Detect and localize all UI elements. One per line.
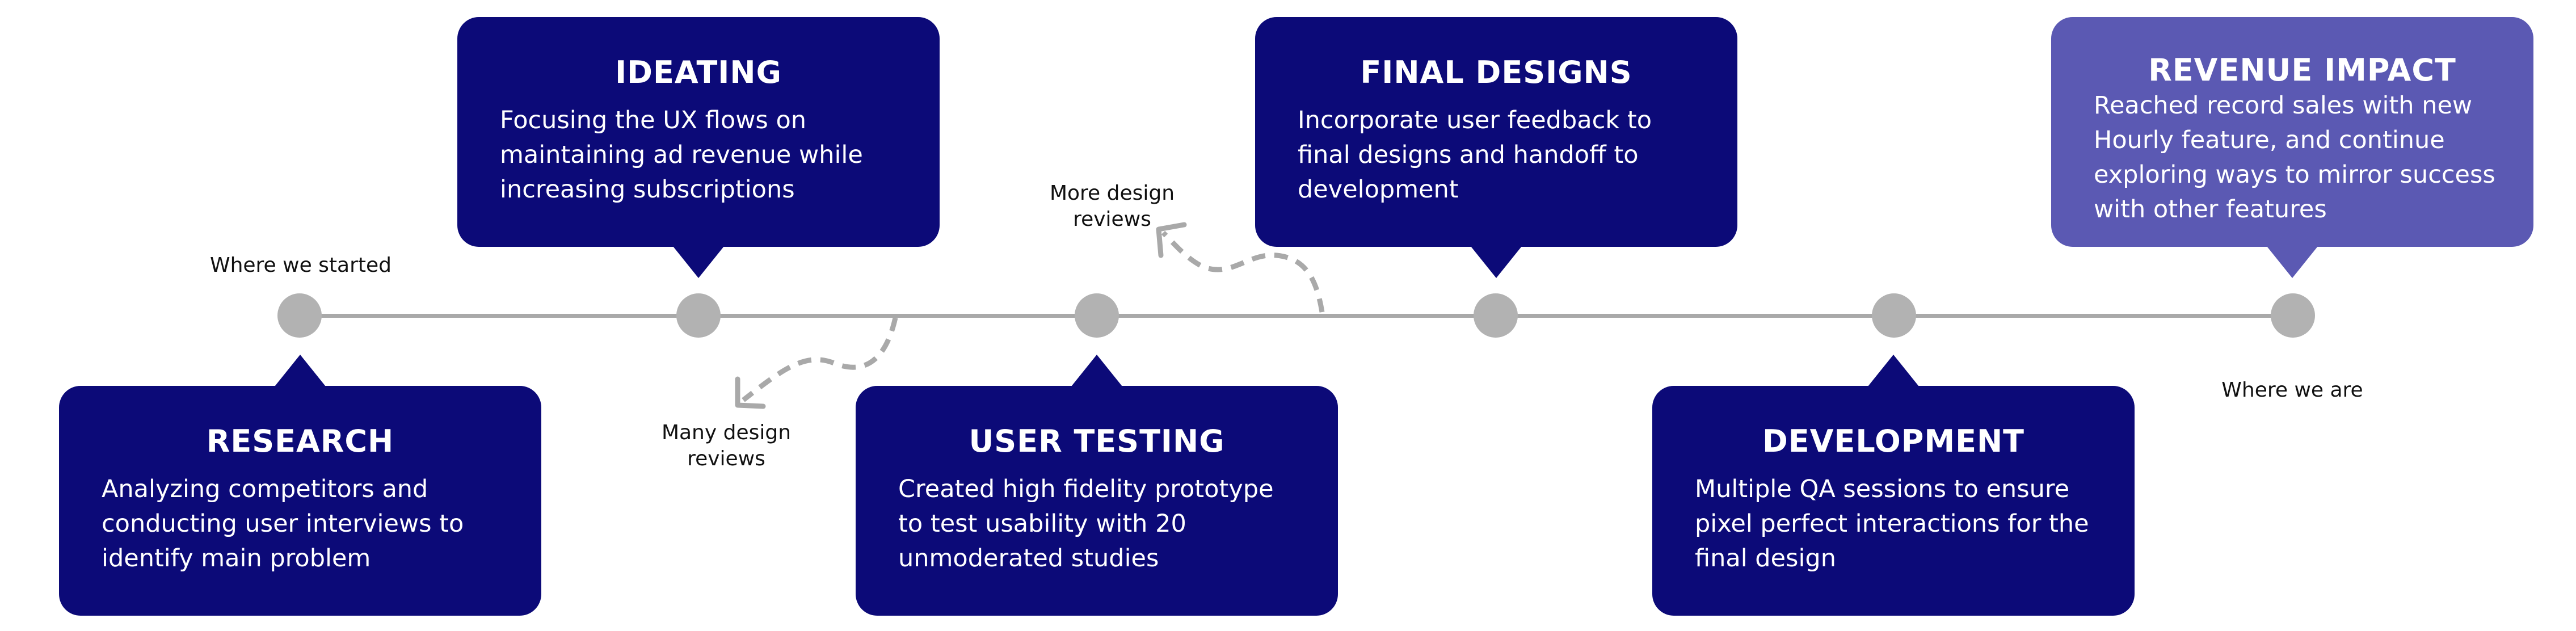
milestone-card-user-testing: USER TESTING Created high fidelity proto… [856,355,1338,616]
many-reviews-arrow-icon [742,317,898,402]
timeline-dot-final-designs [1474,293,1518,338]
card-pointer [2267,246,2318,278]
milestone-description: Multiple QA sessions to ensure pixel per… [1695,475,2089,573]
more-reviews-arrowhead-icon [1156,222,1187,258]
milestone-description: Analyzing competitors and conducting use… [102,475,464,573]
timeline-dot-development [1872,293,1916,338]
card-pointer [673,246,724,278]
milestone-title: REVENUE IMPACT [2148,52,2456,88]
card-pointer [275,355,326,386]
milestone-card-development: DEVELOPMENT Multiple QA sessions to ensu… [1652,355,2135,616]
milestone-title: IDEATING [615,54,782,90]
milestone-title: DEVELOPMENT [1762,423,2024,459]
card-pointer [1471,246,1522,278]
start-label: Where we started [209,254,392,277]
milestone-card-ideating: IDEATING Focusing the UX flows on mainta… [457,17,940,278]
end-label: Where we are [2221,378,2363,402]
timeline-dot-ideating [676,293,721,338]
timeline-line [298,314,2289,318]
milestone-card-research: RESEARCH Analyzing competitors and condu… [59,355,541,616]
many-reviews-arrowhead-icon [735,376,766,409]
card-pointer [1071,355,1122,386]
milestone-description: Incorporate user feedback to final desig… [1298,106,1652,204]
many-reviews-label: Many design reviews [661,421,792,470]
milestone-description: Focusing the UX flows on maintaining ad … [500,106,863,204]
timeline-dot-revenue-impact [2271,293,2315,338]
card-pointer [1868,355,1919,386]
timeline-dot-research [277,293,322,338]
milestone-title: FINAL DESIGNS [1360,54,1632,90]
timeline-dot-user-testing [1075,293,1119,338]
milestone-card-revenue-impact: REVENUE IMPACT Reached record sales with… [2051,17,2533,278]
milestone-description: Reached record sales with new Hourly fea… [2094,91,2495,224]
more-reviews-label: More design reviews [1049,182,1175,231]
milestone-description: Created high fidelity prototype to test … [898,475,1274,573]
milestone-card-final-designs: FINAL DESIGNS Incorporate user feedback … [1255,17,1737,278]
milestone-title: USER TESTING [969,423,1225,459]
milestone-title: RESEARCH [206,423,394,459]
